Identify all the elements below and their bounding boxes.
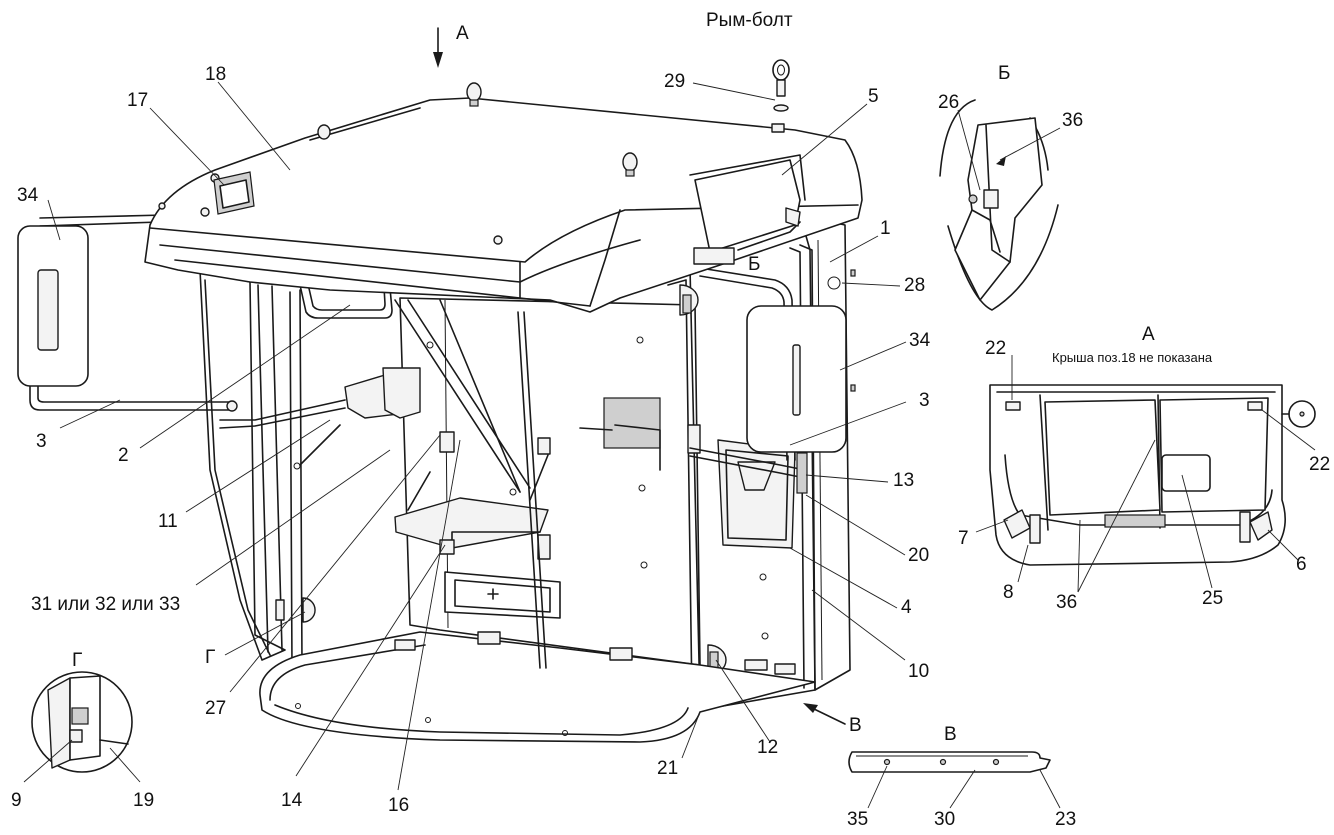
cab-floor-frame [259, 631, 816, 743]
callout-2: 2 [118, 445, 129, 466]
detail-g-title: Г [72, 650, 82, 671]
right-mirror-assembly [689, 267, 847, 494]
callout-6: 6 [1296, 554, 1307, 575]
cab-seat [394, 431, 551, 560]
detail-a: А Крыша поз.18 не показана [975, 324, 1316, 593]
detail-b: Б [939, 63, 1061, 311]
left-mirror-assembly [17, 214, 238, 412]
detail-a-title: А [1142, 324, 1155, 345]
callout-30: 30 [934, 809, 955, 830]
view-arrow-v-label: В [849, 715, 862, 736]
callout-22-right: 22 [1309, 454, 1330, 475]
callout-28: 28 [904, 275, 925, 296]
callout-18: 18 [205, 64, 226, 85]
front-handrail [299, 283, 393, 319]
callout-19: 19 [133, 790, 154, 811]
callout-numbers: 34 17 18 29 5 1 28 34 3 13 20 4 10 12 21… [11, 64, 1330, 830]
callout-10: 10 [908, 661, 929, 682]
callout-21: 21 [657, 758, 678, 779]
callout-16: 16 [388, 795, 409, 816]
callout-13: 13 [893, 470, 914, 491]
callout-12: 12 [757, 737, 778, 758]
callout-35: 35 [847, 809, 868, 830]
detail-b-title: Б [998, 63, 1010, 84]
callout-23: 23 [1055, 809, 1076, 830]
cab-roof [144, 82, 863, 313]
callout-4: 4 [901, 597, 912, 618]
eye-bolt-detail [772, 59, 790, 112]
wiper-motor-bracket [219, 367, 661, 471]
callout-36-detail-a: 36 [1056, 592, 1077, 613]
detail-g-marker: Г [205, 647, 215, 668]
callout-3-right: 3 [919, 390, 930, 411]
first-aid-kit [444, 571, 561, 619]
callout-31-32-33: 31 или 32 или 33 [31, 594, 180, 615]
view-arrow-v: В [803, 703, 862, 736]
detail-a-note: Крыша поз.18 не показана [1052, 350, 1213, 365]
detail-g: Г [23, 650, 141, 783]
callout-22-top: 22 [985, 338, 1006, 359]
callout-29: 29 [664, 71, 685, 92]
callout-26: 26 [938, 92, 959, 113]
callout-5: 5 [868, 86, 879, 107]
callout-20: 20 [908, 545, 929, 566]
callout-14: 14 [281, 790, 303, 811]
callout-1: 1 [880, 218, 891, 239]
callout-11: 11 [158, 511, 178, 532]
callout-9: 9 [11, 790, 22, 811]
cab-rear-wall [399, 297, 769, 666]
callout-34-right: 34 [909, 330, 931, 351]
detail-v-title: В [944, 724, 957, 745]
callout-3-left: 3 [36, 431, 47, 452]
callout-8: 8 [1003, 582, 1014, 603]
callout-27: 27 [205, 698, 226, 719]
callout-7: 7 [958, 528, 969, 549]
callout-leaders [47, 81, 907, 791]
eye-bolt-label: Рым-болт [706, 10, 793, 31]
detail-b-marker: Б [748, 254, 760, 275]
cab-main-view: А В Б Г Рым-болт [17, 10, 863, 743]
callout-25: 25 [1202, 588, 1223, 609]
view-arrow-a: А [433, 23, 469, 68]
callout-17: 17 [127, 90, 148, 111]
detail-v: В [848, 724, 1061, 809]
callout-34-left: 34 [17, 185, 39, 206]
view-arrow-a-label: А [456, 23, 469, 44]
cab-left-side-panel [199, 269, 286, 661]
callout-36-detail-b: 36 [1062, 110, 1083, 131]
interior-braces [293, 299, 549, 669]
